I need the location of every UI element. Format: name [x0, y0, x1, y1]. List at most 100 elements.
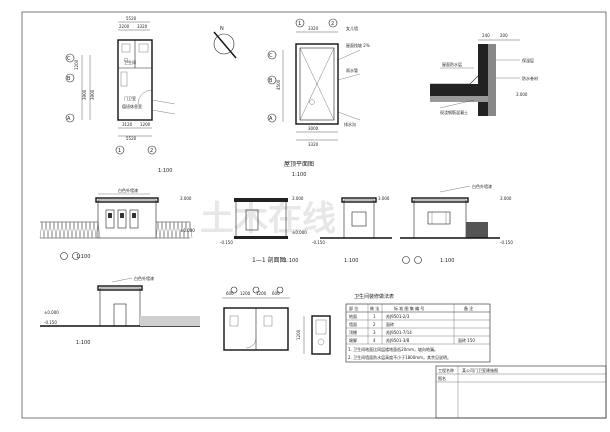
fence-lattice	[59, 221, 65, 239]
fence-lattice	[163, 221, 169, 239]
svg-text:-0.150: -0.150	[44, 320, 57, 325]
svg-text:苏J9501-2/3: 苏J9501-2/3	[386, 313, 410, 319]
svg-text:1:100: 1:100	[158, 168, 172, 174]
fence-lattice	[71, 221, 77, 239]
svg-text:面砖: 面砖	[386, 321, 394, 327]
svg-text:±0.000: ±0.000	[180, 228, 195, 233]
svg-text:备 注: 备 注	[464, 305, 473, 311]
svg-text:3.000: 3.000	[516, 92, 528, 97]
fence-lattice	[83, 221, 89, 239]
svg-text:白色外墙漆: 白色外墙漆	[472, 183, 492, 189]
elevation-a-c: 3.000 -0.150 1:100	[312, 196, 392, 264]
svg-text:顶棚: 顶棚	[349, 329, 357, 335]
svg-text:防水卷材: 防水卷材	[522, 75, 538, 81]
svg-text:1200: 1200	[256, 291, 267, 296]
svg-text:白色外墙漆: 白色外墙漆	[118, 187, 138, 193]
svg-text:N: N	[220, 26, 224, 32]
svg-text:雨水管: 雨水管	[346, 67, 358, 73]
svg-text:1200: 1200	[240, 291, 251, 296]
fence-lattice	[47, 221, 53, 239]
svg-text:女儿墙: 女儿墙	[346, 25, 358, 31]
section-1-1: 3.000 ±0.000 -0.150 1—1 剖面图 1:100	[220, 196, 307, 264]
fence-lattice	[39, 221, 45, 239]
svg-text:1:100: 1:100	[76, 254, 90, 260]
fence-lattice	[95, 221, 101, 239]
svg-text:排水沟: 排水沟	[344, 121, 356, 127]
svg-text:白色外墙漆: 白色外墙漆	[134, 275, 154, 281]
svg-text:±0.000: ±0.000	[292, 230, 307, 235]
fence-lattice	[51, 221, 57, 239]
svg-text:门卫室: 门卫室	[124, 95, 136, 101]
svg-text:标 准 图 集 编 号: 标 准 图 集 编 号	[394, 305, 424, 311]
svg-text:3.000: 3.000	[180, 196, 192, 201]
finish-table: 卫生间装修做法表 部 位 做 法 标 准 图 集 编 号 备 注 地面 1 苏J…	[345, 293, 491, 363]
svg-text:3.000: 3.000	[500, 196, 512, 201]
svg-text:4500: 4500	[276, 79, 281, 90]
svg-text:-0.150: -0.150	[500, 240, 513, 245]
svg-text:3320: 3320	[308, 26, 319, 31]
svg-text:3.000: 3.000	[292, 196, 304, 201]
svg-text:3.000: 3.000	[378, 196, 390, 201]
svg-text:1:100: 1:100	[284, 258, 298, 264]
svg-text:屋顶平面图: 屋顶平面图	[284, 161, 314, 168]
svg-text:2. 卫生间墙面防水层高度不小于1800mm，其余见说明。: 2. 卫生间墙面防水层高度不小于1800mm，其余见说明。	[348, 354, 451, 360]
svg-text:面砖 150: 面砖 150	[458, 337, 475, 343]
watermark: 土木在线	[200, 199, 336, 239]
svg-text:1: 1	[298, 21, 301, 27]
fence-lattice	[63, 221, 69, 239]
svg-text:A: A	[67, 116, 71, 122]
svg-text:1:100: 1:100	[292, 172, 306, 178]
ground-floor-plan: C B A 1 2 5520 2200 3320 1200 3900 3900 …	[65, 16, 176, 174]
svg-text:踢脚: 踢脚	[349, 337, 357, 343]
parapet-detail: 240 200 屋面防水层 现浇钢筋混凝土 保温层 防水卷材 3.000	[430, 33, 538, 116]
svg-text:3000: 3000	[308, 126, 319, 131]
svg-text:1: 1	[373, 314, 376, 319]
svg-text:3900: 3900	[90, 89, 95, 100]
svg-text:2200: 2200	[119, 24, 130, 29]
svg-text:卫生间: 卫生间	[124, 59, 136, 65]
svg-text:1200: 1200	[296, 329, 301, 340]
svg-text:1:100: 1:100	[440, 258, 454, 264]
svg-text:苏J9501-3/8: 苏J9501-3/8	[386, 337, 410, 343]
svg-text:B: B	[67, 76, 71, 82]
svg-text:2: 2	[373, 322, 376, 327]
fence-lattice	[175, 221, 181, 239]
svg-text:5520: 5520	[126, 136, 137, 141]
svg-text:保温层: 保温层	[522, 57, 534, 63]
fence-lattice	[55, 221, 61, 239]
title-block: 工程名称 某公司门卫室建施图 图名	[435, 365, 607, 419]
fence-lattice	[75, 221, 81, 239]
svg-text:1: 1	[118, 148, 121, 154]
svg-text:-0.150: -0.150	[312, 240, 325, 245]
fence-lattice	[171, 221, 177, 239]
fence-lattice	[87, 221, 93, 239]
svg-text:1. 卫生间地面比同层楼地面低20mm，坡向地漏。: 1. 卫生间地面比同层楼地面低20mm，坡向地漏。	[348, 346, 438, 352]
fence-lattice	[183, 221, 189, 239]
fence-lattice	[159, 221, 165, 239]
svg-text:3: 3	[373, 330, 376, 335]
roof-plan: C B A 1 2 3320 4500 屋面找坡 2% 雨水管 排水沟 女儿墙 …	[267, 18, 370, 178]
svg-text:240: 240	[482, 33, 490, 38]
fence-lattice	[179, 221, 185, 239]
fence-lattice	[187, 221, 193, 239]
svg-text:±0.000: ±0.000	[44, 310, 59, 315]
svg-text:地面: 地面	[349, 313, 357, 319]
svg-text:3320: 3320	[137, 24, 148, 29]
svg-text:某公司门卫室建施图: 某公司门卫室建施图	[462, 367, 498, 373]
svg-text:4: 4	[373, 338, 376, 343]
svg-text:5520: 5520	[126, 16, 137, 21]
svg-text:3120: 3120	[122, 122, 133, 127]
svg-text:墙面: 墙面	[349, 321, 357, 327]
room-detail-plan: 1200	[296, 315, 331, 355]
svg-text:部 位: 部 位	[349, 305, 358, 311]
svg-text:苏J9501-7/14: 苏J9501-7/14	[386, 329, 412, 335]
svg-text:1—1 剖面图: 1—1 剖面图	[252, 256, 286, 264]
svg-text:200: 200	[500, 33, 508, 38]
svg-text:B: B	[269, 78, 273, 84]
sheet-border	[21, 11, 607, 419]
svg-text:1200: 1200	[140, 122, 151, 127]
elevation-3-1: 白色外墙漆 3.000 -0.150 1:100	[400, 183, 513, 264]
svg-text:C: C	[67, 56, 71, 62]
elevation-1-5: 白色外墙漆 3.000 ±0.000 1:100	[39, 187, 195, 260]
